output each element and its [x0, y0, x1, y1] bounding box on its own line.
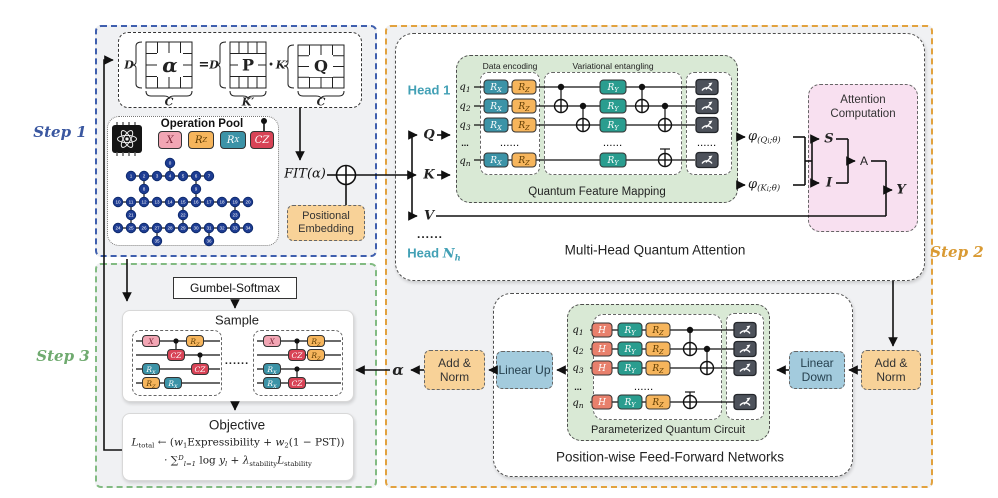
sample-ellipsis: ......	[224, 355, 250, 367]
pool-gate-cz: CZ	[250, 131, 274, 149]
i-label: I	[825, 175, 833, 191]
svg-text:RZ: RZ	[310, 337, 321, 348]
svg-text:CZ: CZ	[292, 351, 304, 360]
sample-title: Sample	[214, 312, 260, 328]
phi-q-label: φ(Qi;θ)	[748, 128, 781, 146]
objective-title: Objective	[208, 417, 266, 433]
data-encoding-box	[480, 72, 540, 175]
head1-label: Head 1	[407, 82, 451, 98]
add-norm-right-box: Add & Norm	[861, 350, 921, 390]
p-matrix-label: P	[241, 55, 255, 75]
svg-text:RX: RX	[167, 379, 178, 390]
objective-formula-line2: · ∑Dl=1 log yl + λstabilityLstability	[164, 454, 312, 468]
svg-text:RZ: RZ	[310, 351, 321, 362]
dim-d1-label: D	[124, 58, 134, 72]
add-norm-left-box: Add & Norm	[424, 350, 485, 390]
dot-product-sign: ·	[268, 54, 274, 74]
svg-text:CZ: CZ	[195, 365, 207, 374]
attention-computation-box	[808, 84, 918, 232]
svg-text:RX: RX	[145, 365, 156, 376]
qfm-title: Quantum Feature Mapping	[528, 186, 666, 198]
q-matrix-label: Q	[314, 56, 328, 76]
headN-label: Head Nh	[407, 245, 461, 263]
alpha-out-label: α	[392, 361, 404, 379]
data-encoding-label: Data encoding	[482, 61, 538, 71]
sample-circuit-right: X RZ CZ RZ RX RX CZ	[257, 335, 341, 390]
dim-c2-label: C	[316, 95, 326, 109]
linear-up-box: Linear Up	[496, 351, 553, 389]
dim-k2-label: K′	[241, 95, 255, 109]
dim-k1-label: K′	[275, 58, 289, 72]
sample-circuit-left: X RZ CZ RX CZ RZ RX	[136, 335, 220, 390]
q-label: Q	[423, 127, 435, 143]
pqc-title: Parameterized Quantum Circuit	[590, 424, 746, 436]
equals-sign: =	[198, 57, 210, 73]
pool-gate-x: X	[158, 131, 182, 149]
mhqa-title: Multi-Head Quantum Attention	[564, 242, 746, 258]
step3-label: Step 3	[36, 347, 90, 365]
positional-embedding-box: Positional Embedding	[287, 205, 365, 241]
variational-entangling-box	[544, 72, 682, 175]
variational-entangling-label: Variational entangling	[572, 61, 654, 71]
y-label: Y	[896, 182, 906, 198]
svg-text:RX: RX	[266, 379, 277, 390]
v-label: V	[423, 208, 435, 224]
svg-text:CZ: CZ	[292, 379, 304, 388]
quantum-chip-icon	[112, 122, 142, 156]
step2-label: Step 2	[930, 243, 984, 261]
ffn-title: Position-wise Feed-Forward Networks	[555, 449, 785, 465]
fit-alpha-label: FIT(α)	[284, 166, 326, 182]
dim-d2-label: D	[209, 58, 219, 72]
svg-text:X: X	[147, 337, 154, 346]
measurement-box	[686, 72, 732, 175]
operation-pool-title: Operation Pool	[160, 118, 244, 130]
svg-text:RZ: RZ	[145, 379, 156, 390]
gumbel-softmax-box: Gumbel-Softmax	[173, 277, 297, 299]
phi-k-label: φ(Ki;θ)	[748, 176, 781, 194]
objective-box	[122, 413, 354, 481]
alpha-matrix-label: α	[162, 53, 178, 77]
k-label: K	[423, 167, 435, 183]
a-label: A	[859, 154, 869, 168]
svg-text:X: X	[268, 337, 275, 346]
s-label: S	[824, 131, 834, 147]
pqc-inner-box	[593, 314, 722, 420]
step1-label: Step 1	[33, 123, 87, 141]
heads-ellipsis: ......	[416, 227, 444, 241]
linear-down-box: Linear Down	[789, 351, 845, 389]
pqc-measurement-box	[726, 313, 764, 420]
svg-text:CZ: CZ	[171, 351, 183, 360]
dim-c1-label: C	[164, 95, 174, 109]
objective-formula-line1: Ltotal ← (w1Expressibility + w2(1 − PST)…	[131, 436, 345, 450]
sample-circuit-right-box: X RZ CZ RZ RX RX CZ	[253, 330, 343, 396]
sample-circuit-left-box: X RZ CZ RX CZ RZ RX	[132, 330, 222, 396]
attention-computation-title: Attention Computation	[830, 94, 896, 120]
svg-text:RZ: RZ	[189, 337, 200, 348]
svg-text:RX: RX	[266, 365, 277, 376]
